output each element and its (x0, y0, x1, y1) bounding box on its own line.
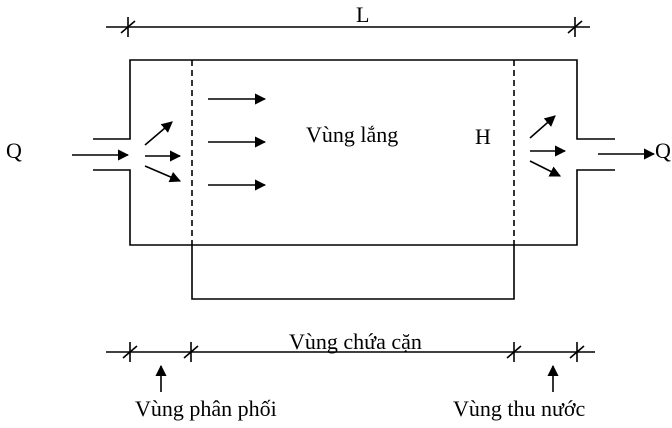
height-label: H (475, 124, 491, 149)
settling-zone-label: Vùng lắng (306, 122, 399, 147)
length-dimension-line (106, 17, 590, 37)
inlet-spread-arrows (144, 121, 182, 183)
sludge-zone-label: Vùng chứa cặn (289, 329, 422, 354)
outlet-spread-arrows (529, 115, 567, 177)
collection-zone-label: Vùng thu nước (453, 396, 586, 421)
tank-outline (93, 59, 615, 246)
distribution-zone-label: Vùng phân phối (135, 396, 277, 421)
outflow-label: Q (655, 138, 671, 163)
length-label: L (356, 2, 370, 27)
inflow-label: Q (6, 138, 22, 163)
zone-dimension-line (106, 342, 595, 362)
sludge-zone-box (191, 245, 515, 300)
settling-flow-arrows (208, 93, 267, 191)
